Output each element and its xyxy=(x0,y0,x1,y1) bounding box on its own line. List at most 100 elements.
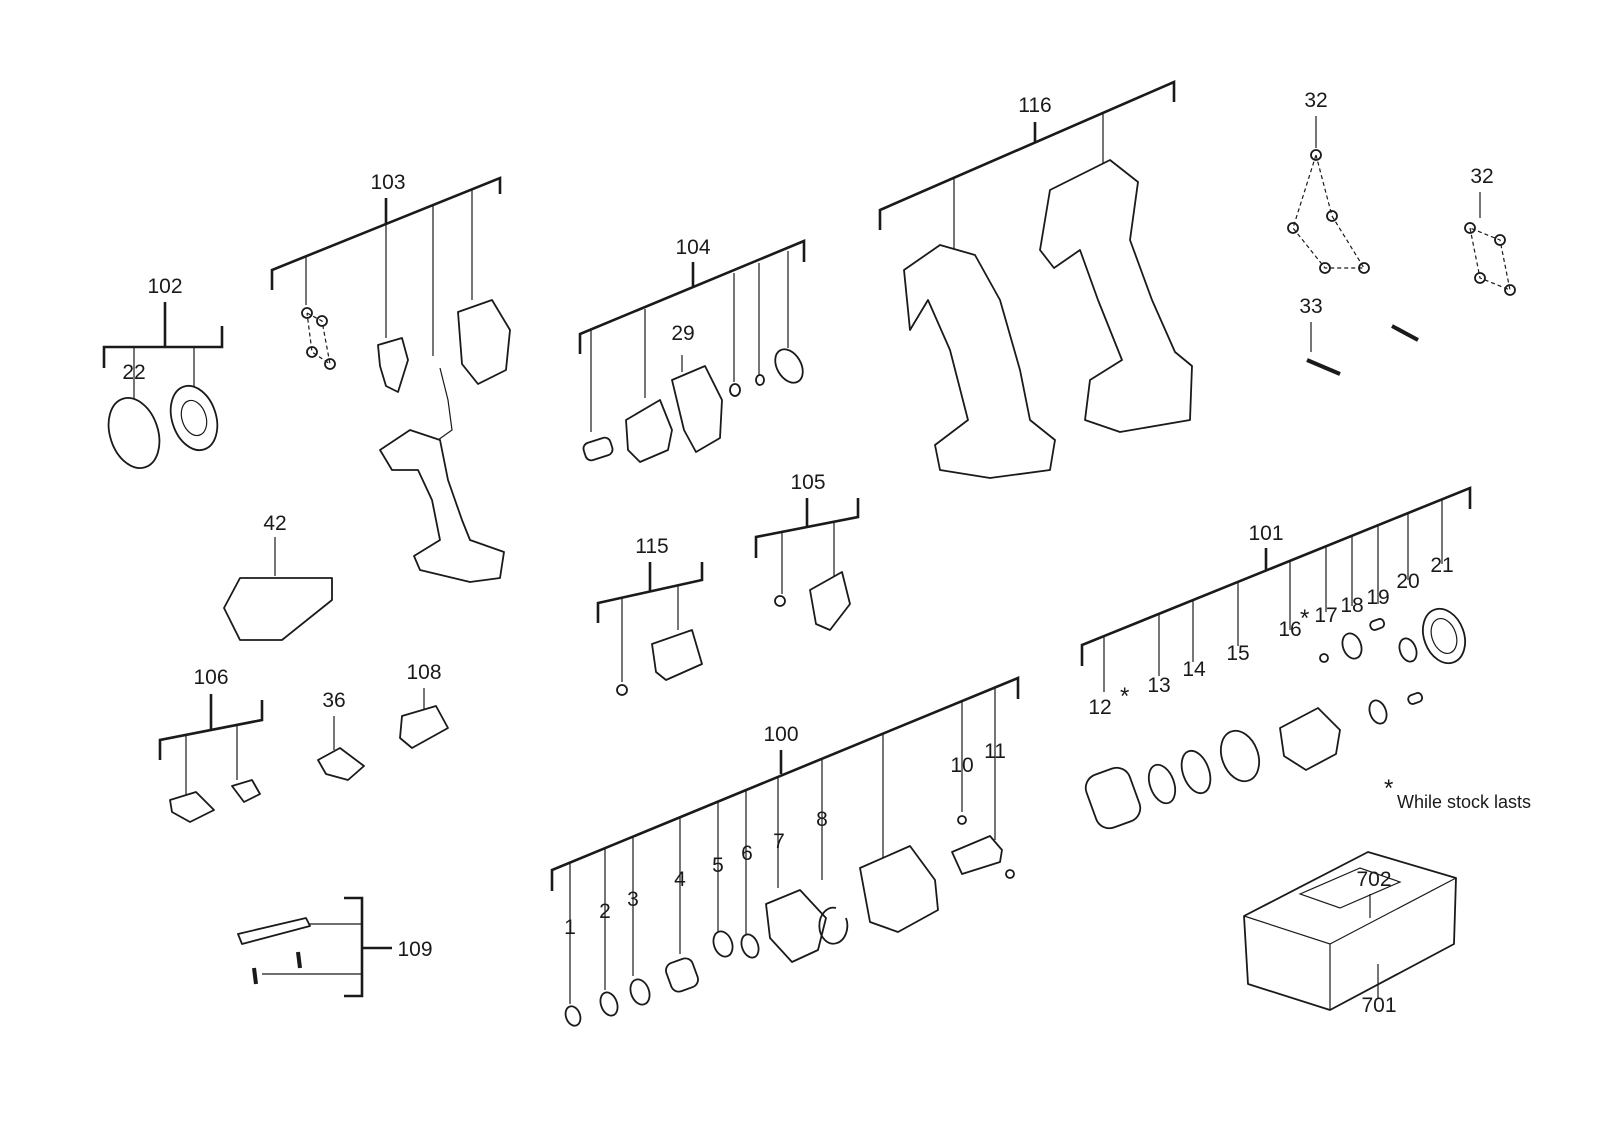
front-cover-7 xyxy=(765,889,827,963)
callout-103: 103 xyxy=(370,171,405,194)
callout-6: 6 xyxy=(741,842,753,865)
group-case: 702 701 xyxy=(1243,851,1457,1017)
spindle-16 xyxy=(1279,707,1341,771)
callout-42: 42 xyxy=(263,512,286,535)
control-module-part xyxy=(651,629,703,681)
pin-19b xyxy=(1407,692,1424,705)
group-108: 108 xyxy=(399,661,449,749)
ring-gear-21-inner xyxy=(1430,617,1458,655)
bumper-12 xyxy=(1084,766,1142,830)
screw-105 xyxy=(774,595,786,607)
ring-13 xyxy=(1147,763,1177,805)
bracket-101 xyxy=(1080,486,1472,666)
sleeve-4 xyxy=(665,957,699,993)
group-36: 36 xyxy=(317,689,365,781)
group-115: 115 xyxy=(596,535,704,696)
gear-18 xyxy=(1341,632,1363,660)
callout-100: 100 xyxy=(763,723,798,746)
ball-10 xyxy=(957,815,967,825)
tiny-ring-part xyxy=(755,374,765,386)
callout-105: 105 xyxy=(790,471,825,494)
callout-5: 5 xyxy=(712,854,724,877)
marker-star-17: * xyxy=(1300,605,1309,632)
switch-board-part xyxy=(809,571,851,631)
callout-16: 16 xyxy=(1278,618,1301,641)
callout-116: 116 xyxy=(1018,94,1051,117)
screws-32-upper: 32 xyxy=(1287,89,1370,274)
trigger-part xyxy=(317,747,365,781)
bearing-plate-part xyxy=(671,365,723,453)
callout-12: 12 xyxy=(1088,696,1111,719)
callout-106: 106 xyxy=(193,666,228,689)
callout-22: 22 xyxy=(122,361,145,384)
callout-109: 109 xyxy=(397,938,432,961)
housing-half-left-part xyxy=(903,244,1056,479)
bearing-cap-part xyxy=(169,384,219,452)
callout-11: 11 xyxy=(984,740,1006,763)
callout-702: 702 xyxy=(1356,868,1391,891)
ring-1 xyxy=(564,1005,582,1027)
bracket-102 xyxy=(102,326,224,368)
planet-gear xyxy=(1368,699,1388,725)
callout-115: 115 xyxy=(635,535,668,558)
callout-4: 4 xyxy=(674,868,686,891)
electronics-frame-part xyxy=(379,429,505,583)
motor-stator-part xyxy=(457,299,511,385)
callout-29: 29 xyxy=(671,322,694,345)
callout-15: 15 xyxy=(1226,642,1249,665)
bracket-104 xyxy=(578,239,806,354)
group-102: 102 22 xyxy=(102,275,224,469)
carrying-case-part xyxy=(1243,851,1457,1011)
sensor-plate-part xyxy=(377,337,409,393)
group-105: 105 xyxy=(754,471,860,631)
group-109: 109 xyxy=(237,896,433,998)
callout-17: 17 xyxy=(1314,604,1337,627)
screws-33: 33 xyxy=(1299,295,1419,376)
ball-10b xyxy=(1005,869,1015,879)
marker-star-12: * xyxy=(1120,683,1129,710)
callout-14: 14 xyxy=(1182,658,1206,681)
callout-7: 7 xyxy=(773,830,785,853)
group-42: 42 xyxy=(223,512,333,641)
o-ring-22 xyxy=(107,397,161,469)
screws-103 xyxy=(301,307,336,370)
belt-clip-part xyxy=(237,917,311,945)
retaining-ring-8 xyxy=(818,906,849,945)
group-104: 104 29 xyxy=(578,236,806,463)
callout-33: 33 xyxy=(1299,295,1322,318)
callout-3: 3 xyxy=(627,888,639,911)
sensor-wire-part xyxy=(437,367,453,441)
bearing-cap-inner xyxy=(180,399,208,437)
callout-13: 13 xyxy=(1147,674,1170,697)
ball-17 xyxy=(1319,653,1329,663)
forward-reverse-part xyxy=(169,791,215,823)
note-while-stock-lasts: While stock lasts xyxy=(1397,792,1531,812)
washer-20 xyxy=(1398,637,1418,663)
bracket-109 xyxy=(344,896,364,998)
bracket-116 xyxy=(878,80,1176,230)
rotor-part xyxy=(625,399,673,463)
callout-20: 20 xyxy=(1396,570,1419,593)
callout-36: 36 xyxy=(322,689,345,712)
callout-10: 10 xyxy=(950,754,973,777)
screw-115 xyxy=(616,684,628,696)
ring-2 xyxy=(599,991,619,1017)
note-star: * xyxy=(1384,775,1393,802)
small-ring-part xyxy=(729,383,741,397)
case-lid-recess xyxy=(1298,867,1402,909)
callout-101: 101 xyxy=(1248,522,1283,545)
spring-3 xyxy=(629,978,651,1006)
spring-15 xyxy=(1219,729,1261,783)
callout-32a: 32 xyxy=(1304,89,1327,112)
callout-21: 21 xyxy=(1430,554,1453,577)
cover-108-part xyxy=(399,705,449,749)
callout-19: 19 xyxy=(1366,586,1389,609)
callout-1: 1 xyxy=(564,916,576,939)
ring-14 xyxy=(1180,749,1212,795)
pin-19 xyxy=(1369,618,1386,631)
sleeve-part xyxy=(582,436,614,462)
screws-32-right: 32 xyxy=(1464,165,1516,296)
end-plate-part xyxy=(774,348,804,384)
hammer-case-part xyxy=(859,845,939,933)
